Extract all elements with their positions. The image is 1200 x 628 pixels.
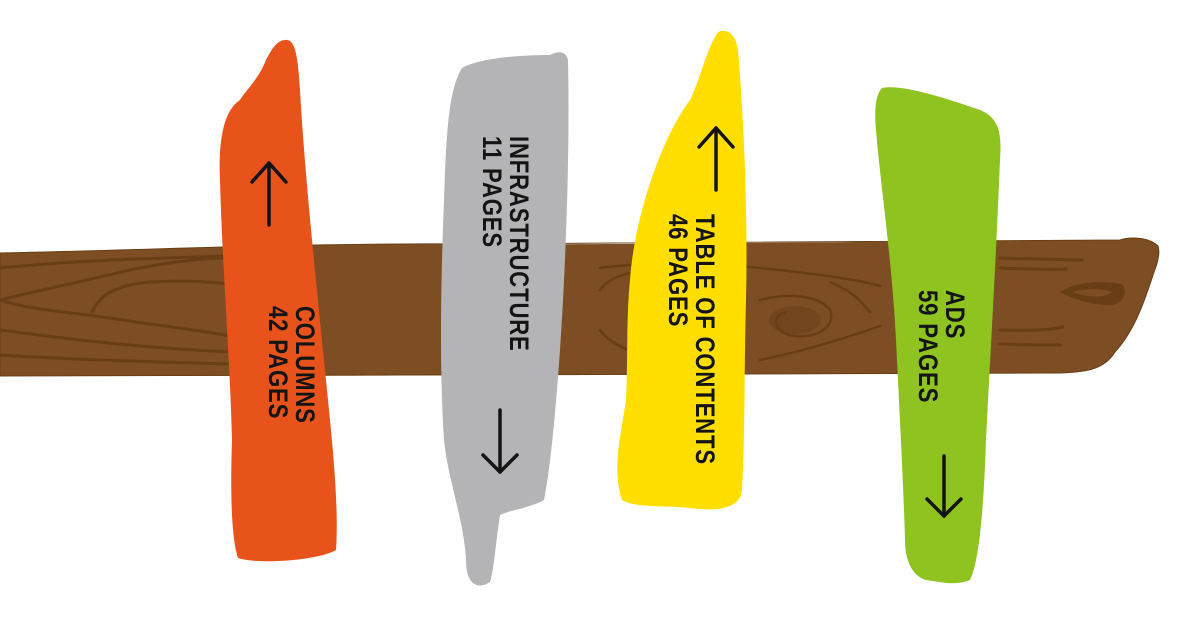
arrow-down-icon xyxy=(925,454,963,518)
sign-ads[interactable] xyxy=(875,87,1001,584)
table-of-contents-title: TABLE OF CONTENTS xyxy=(690,214,720,465)
columns-pages: 42 PAGES xyxy=(263,306,293,420)
wood-knot-middle xyxy=(769,306,821,334)
infrastructure-pages: 11 PAGES xyxy=(477,136,507,248)
wood-grain-left xyxy=(0,254,232,366)
arrow-down-icon xyxy=(481,408,519,474)
sign-label-table-of-contents: TABLE OF CONTENTS 46 PAGES xyxy=(663,214,720,520)
wood-grain-right xyxy=(998,256,1084,347)
sign-board-ads xyxy=(875,87,1001,584)
columns-title: COLUMNS xyxy=(290,306,320,424)
ads-pages: 59 PAGES xyxy=(913,290,943,404)
sign-table-of-contents[interactable] xyxy=(617,30,747,510)
infrastructure-title: INFRASTRUCTURE xyxy=(504,136,534,352)
sign-label-ads: ADS 59 PAGES xyxy=(913,290,970,428)
sign-board-columns xyxy=(219,39,337,562)
sign-label-infrastructure: INFRASTRUCTURE 11 PAGES xyxy=(477,136,534,399)
arrow-up-icon xyxy=(697,126,735,192)
sign-columns[interactable] xyxy=(219,39,337,562)
sign-label-columns: COLUMNS 42 PAGES xyxy=(263,306,320,450)
table-of-contents-pages: 46 PAGES xyxy=(663,214,693,328)
arrow-up-icon xyxy=(250,161,288,227)
ads-title: ADS xyxy=(940,290,970,340)
sign-board-table-of-contents xyxy=(617,30,747,510)
sign-infrastructure[interactable] xyxy=(441,52,569,586)
sign-board-infrastructure xyxy=(441,52,569,586)
